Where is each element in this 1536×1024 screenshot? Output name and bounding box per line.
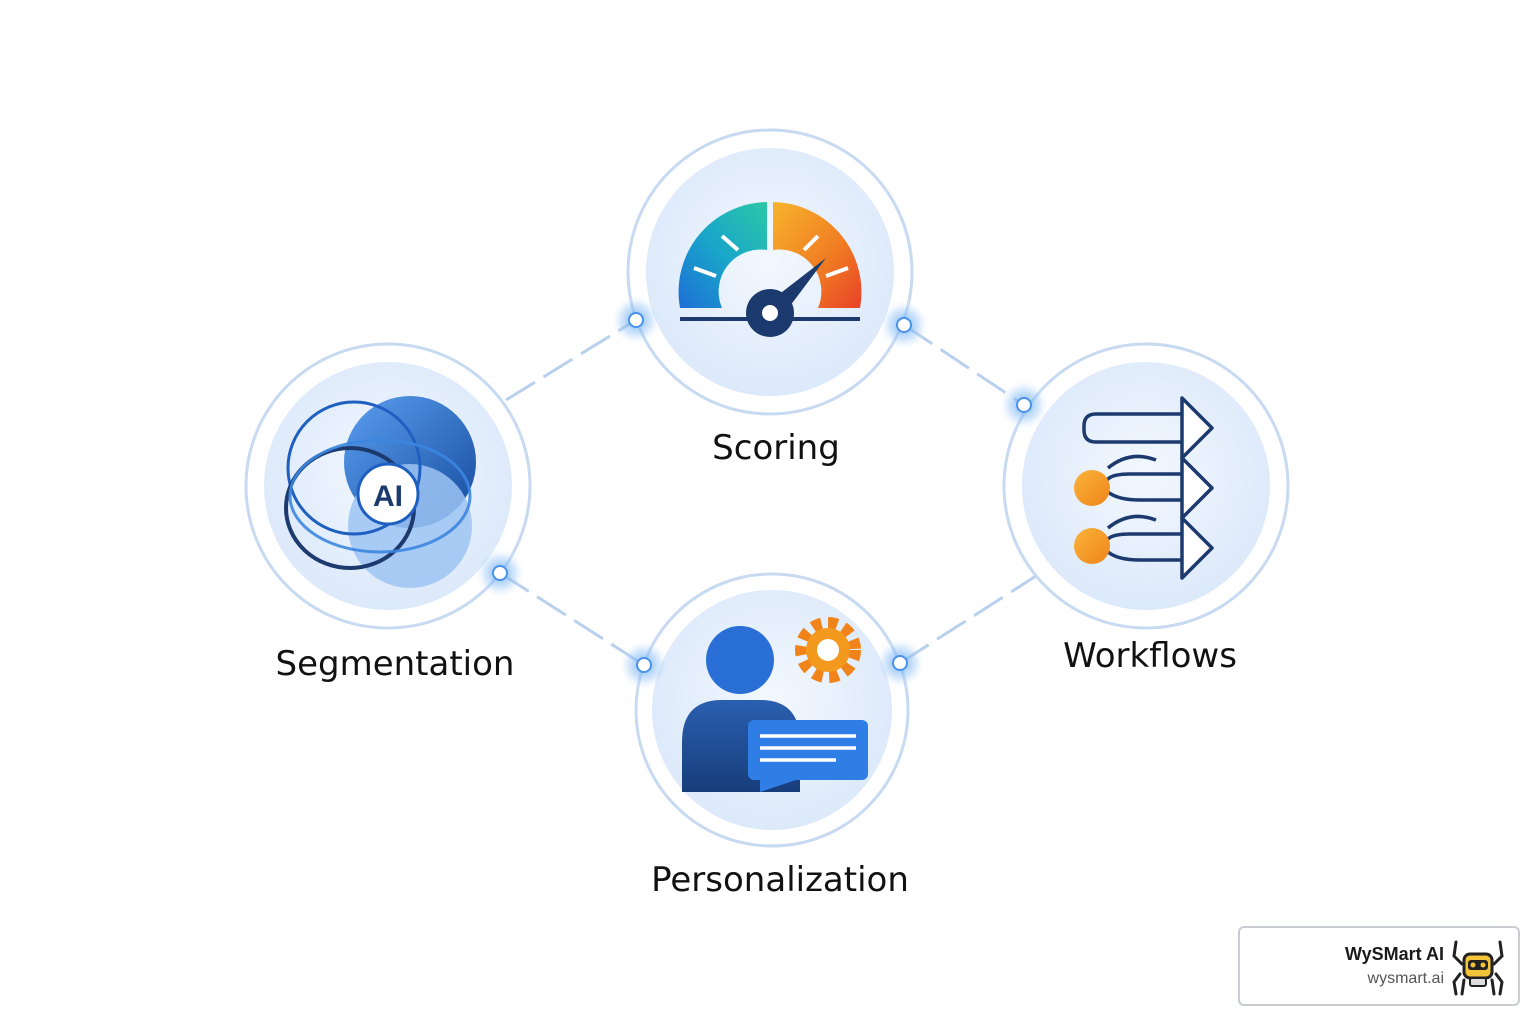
node-scoring bbox=[626, 128, 914, 416]
node-personalization bbox=[634, 572, 910, 848]
dot bbox=[610, 294, 662, 346]
node-label-personalization: Personalization bbox=[651, 860, 909, 900]
dot bbox=[474, 547, 526, 599]
gear-icon bbox=[795, 617, 861, 683]
edge-segmentation-personalization bbox=[499, 571, 645, 667]
user-gear-message-icon bbox=[682, 617, 868, 792]
venn-ai-icon: AI bbox=[284, 396, 476, 588]
node-segmentation: AI bbox=[244, 342, 532, 630]
workflow-arrows-icon bbox=[1074, 396, 1214, 580]
brand-badge[interactable]: WySMart AI wysmart.ai bbox=[1238, 926, 1520, 1006]
node-label-segmentation: Segmentation bbox=[275, 644, 515, 684]
node-label-scoring: Scoring bbox=[712, 428, 840, 468]
node-label-workflows: Workflows bbox=[1063, 636, 1237, 676]
dot bbox=[998, 379, 1050, 431]
dot bbox=[874, 637, 926, 689]
speedometer-icon bbox=[678, 202, 862, 337]
dot bbox=[618, 639, 670, 691]
brand-name: WySMart AI bbox=[1344, 944, 1444, 964]
brand-url: wysmart.ai bbox=[1367, 970, 1444, 987]
edge-segmentation-scoring bbox=[505, 318, 637, 402]
ai-text: AI bbox=[373, 480, 403, 513]
node-workflows bbox=[1002, 342, 1290, 630]
message-icon bbox=[748, 720, 868, 792]
robot-spider-logo bbox=[1452, 940, 1504, 996]
edge-personalization-workflows bbox=[899, 574, 1037, 665]
dot bbox=[878, 299, 930, 351]
connector-dots bbox=[474, 294, 1050, 691]
